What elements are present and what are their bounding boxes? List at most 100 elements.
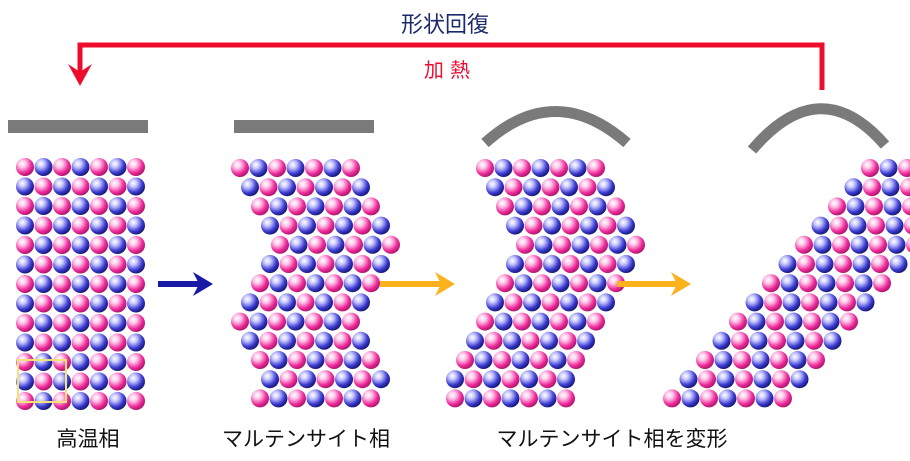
arrow-deform-2 [617, 272, 691, 296]
atom-pink [587, 159, 605, 177]
atom-blue [523, 293, 541, 312]
shape-bar-martensite [234, 120, 374, 133]
atom-blue [127, 177, 145, 196]
atom-pink [325, 274, 343, 293]
atom-blue [53, 255, 71, 274]
atom-pink [268, 159, 286, 177]
atom-pink [259, 293, 278, 312]
atom-blue [249, 312, 268, 331]
atom-pink [342, 159, 360, 177]
atom-pink [333, 331, 352, 350]
atom-blue [811, 216, 830, 235]
atom-blue [108, 314, 127, 332]
atom-blue [786, 331, 805, 350]
atom-blue [90, 294, 108, 313]
atom-pink [533, 274, 551, 293]
atom-pink [127, 314, 145, 332]
atom-pink [71, 333, 90, 352]
atom-pink [836, 274, 854, 293]
atom-blue [278, 293, 296, 312]
atom-blue [568, 312, 587, 331]
atom-pink [578, 178, 597, 197]
atom-blue [71, 158, 90, 176]
atom-pink [353, 255, 372, 273]
atom-pink [279, 255, 298, 273]
atom-pink [456, 351, 474, 369]
atom-pink [774, 389, 792, 408]
label-martensite-phase: マルテンサイト相 [222, 427, 390, 451]
atom-pink [71, 216, 90, 235]
atom-pink [108, 372, 127, 391]
atom-blue [844, 178, 863, 197]
atom-blue [71, 314, 90, 332]
atom-pink [251, 197, 269, 216]
atom-blue [71, 197, 90, 215]
atom-pink [108, 216, 127, 235]
atom-blue [108, 236, 127, 254]
atom-blue [352, 178, 370, 197]
atom-pink [353, 370, 372, 389]
atom-blue [53, 294, 71, 313]
atom-pink [71, 372, 90, 391]
atom-pink [513, 312, 531, 331]
atom-pink [663, 389, 681, 408]
atom-blue [753, 370, 772, 389]
atom-pink [607, 197, 625, 216]
atom-pink [590, 235, 608, 254]
atom-pink [627, 235, 645, 254]
atom-blue [71, 353, 90, 371]
atom-blue [577, 331, 595, 350]
atom-pink [898, 159, 910, 177]
atom-blue [298, 216, 316, 235]
atom-blue [323, 159, 342, 177]
atom-blue [16, 294, 34, 313]
atom-blue [352, 331, 370, 350]
atom-pink [464, 370, 483, 389]
atom-blue [747, 312, 766, 331]
atom-pink [834, 255, 852, 273]
atom-blue [16, 216, 34, 235]
atom-blue [335, 255, 353, 273]
atom-blue [819, 293, 838, 312]
atom-pink [316, 370, 335, 389]
atom-blue [778, 255, 797, 273]
atom-pink [446, 389, 464, 408]
atom-blue [34, 275, 53, 293]
atom-pink [16, 236, 34, 254]
atom-blue [856, 293, 875, 312]
atom-pink [90, 314, 108, 332]
atom-pink [16, 314, 34, 332]
atom-pink [698, 370, 716, 389]
atom-blue [580, 255, 598, 273]
atom-pink [766, 312, 784, 331]
atom-pink [863, 178, 881, 197]
atom-blue [846, 197, 865, 216]
atom-blue [108, 197, 127, 215]
atom-pink [316, 255, 335, 273]
atom-pink [557, 389, 575, 408]
atom-blue [335, 370, 353, 389]
atom-pink [108, 255, 127, 274]
atom-pink [108, 294, 127, 313]
atom-blue [372, 216, 390, 235]
atom-pink [553, 235, 571, 254]
atom-pink [735, 370, 753, 389]
atom-pink [16, 353, 34, 371]
atom-pink [795, 235, 813, 254]
atom-blue [315, 331, 333, 350]
atom-blue [548, 351, 567, 369]
atom-blue [269, 197, 288, 216]
atom-pink [53, 314, 71, 332]
atom-blue [71, 236, 90, 254]
atom-pink [127, 275, 145, 293]
atom-pink [805, 331, 823, 350]
atom-pink [353, 216, 372, 235]
atom-pink [53, 236, 71, 254]
atom-blue [534, 235, 553, 254]
atom-pink [737, 389, 755, 408]
atom-blue [782, 293, 801, 312]
atom-blue [16, 177, 34, 196]
atom-blue [249, 159, 268, 177]
atom-blue [53, 372, 71, 391]
atom-pink [90, 158, 108, 176]
